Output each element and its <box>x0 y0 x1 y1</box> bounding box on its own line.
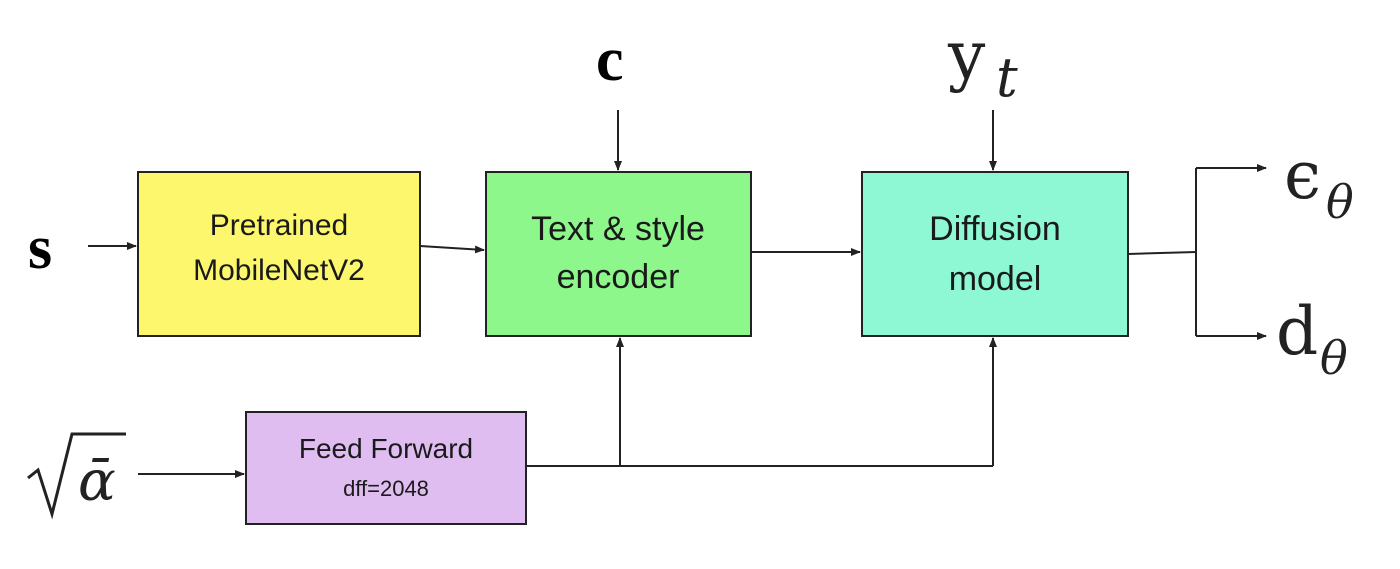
feed-forward-line1: Feed Forward <box>299 433 473 464</box>
text-style-encoder-box <box>485 171 752 337</box>
output-eps-subscript: θ <box>1326 175 1354 229</box>
text-style-encoder-line1: Text & style <box>531 210 705 248</box>
pretrained-mobilenet-line1: Pretrained <box>210 209 348 242</box>
output-d-subscript: θ <box>1320 331 1348 385</box>
input-y-label: y <box>947 17 986 94</box>
text-style-encoder-block: Text & style encoder <box>485 171 752 337</box>
diffusion-model-block: Diffusion model <box>861 171 1129 337</box>
output-d-label: d θ <box>1276 293 1348 385</box>
arrow-mobilenet-to-encoder <box>419 245 485 254</box>
wire-diffusion-output <box>1127 251 1197 255</box>
input-s-label: s <box>28 214 52 282</box>
text-style-encoder-line2: encoder <box>557 258 680 296</box>
input-c-label: c <box>596 26 624 94</box>
diffusion-model-line2: model <box>949 260 1042 298</box>
input-yt-label: y t <box>947 17 1018 109</box>
output-d-symbol: d <box>1276 293 1318 370</box>
output-eps-label: ϵ θ <box>1284 137 1354 229</box>
output-eps-symbol: ϵ <box>1284 137 1321 214</box>
feed-forward-block: Feed Forward dff=2048 <box>245 411 527 525</box>
input-y-subscript: t <box>996 46 1018 109</box>
input-alpha-label: ᾱ <box>78 449 116 514</box>
pretrained-mobilenet-box <box>137 171 421 337</box>
diffusion-model-box <box>861 171 1129 337</box>
input-sqrt-alpha-label: ᾱ <box>27 432 126 520</box>
sqrt-symbol <box>27 432 126 520</box>
feed-forward-line2: dff=2048 <box>343 476 429 501</box>
pretrained-mobilenet-block: Pretrained MobileNetV2 <box>137 171 421 337</box>
diffusion-model-line1: Diffusion <box>929 210 1061 248</box>
pretrained-mobilenet-line2: MobileNetV2 <box>193 254 365 287</box>
feed-forward-box <box>245 411 527 525</box>
